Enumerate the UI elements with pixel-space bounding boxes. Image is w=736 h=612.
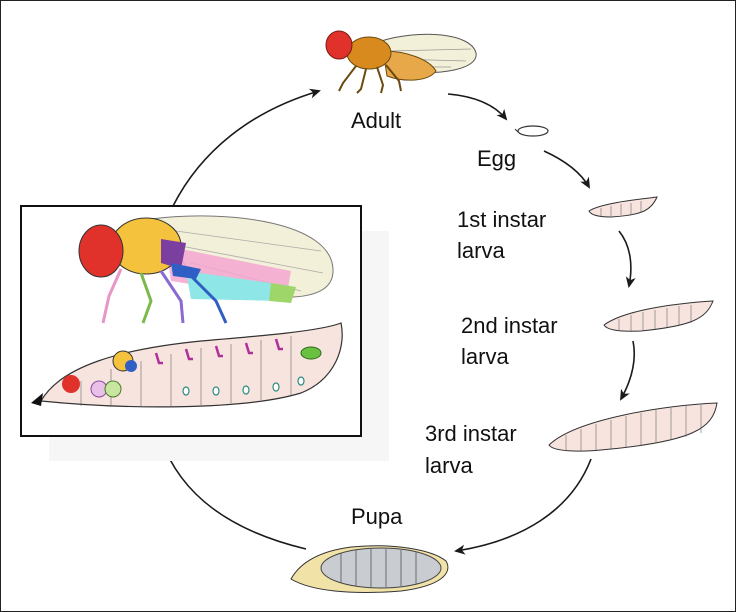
arrow-egg-to-1st (543, 150, 590, 189)
first-instar-larva-illustration (588, 196, 658, 218)
pupa-illustration (290, 545, 449, 593)
adult-fly-illustration (325, 30, 477, 94)
second-instar-larva-illustration (603, 300, 714, 332)
stage-label-pupa: Pupa (351, 504, 403, 529)
stage-label-3rd-instar-line1: 3rd instar (425, 421, 517, 446)
egg-illustration (514, 125, 549, 137)
stage-label-egg: Egg (477, 146, 517, 171)
anatomy-inset (20, 205, 389, 461)
stage-label-1st-instar-line1: 1st instar (457, 207, 547, 232)
inset-fly-illustration (78, 215, 334, 324)
stage-label-1st-instar-line2: larva (457, 238, 505, 263)
stage-label-2nd-instar-line1: 2nd instar (461, 313, 558, 338)
arrow-1st-to-2nd (618, 230, 636, 288)
arrow-3rd-to-pupa (454, 458, 592, 555)
arrow-2nd-to-3rd (620, 340, 636, 401)
stage-label-3rd-instar-line2: larva (425, 453, 473, 478)
arrow-inset-to-adult (172, 88, 321, 207)
cycle-arrows (160, 88, 636, 555)
stage-label-adult: Adult (351, 108, 402, 133)
third-instar-larva-illustration (548, 402, 718, 452)
stage-label-2nd-instar-line2: larva (461, 344, 509, 369)
inset-larva-illustration (31, 322, 343, 408)
arrow-adult-to-egg (447, 93, 508, 121)
